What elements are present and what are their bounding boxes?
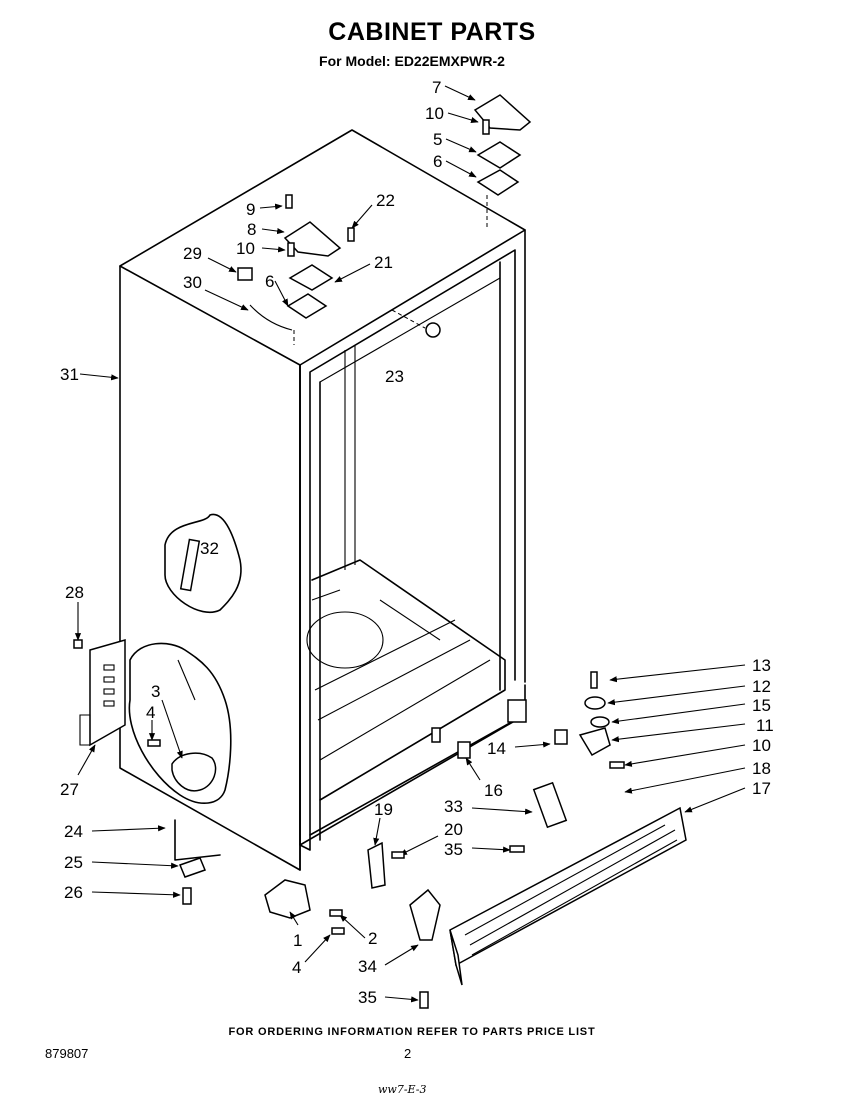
tubing-parts [174,819,221,905]
handwritten-mark: ww7-E-3 [378,1083,427,1096]
callout-10: 10 [425,104,444,123]
callout-1: 1 [293,931,302,950]
page-number: 2 [404,1046,412,1061]
callout-26: 26 [64,883,83,902]
callout-18: 18 [752,759,771,778]
model-line: For Model: ED22EMXPWR-2 [319,53,505,69]
lower-hinge-parts [457,696,611,759]
callout-29: 29 [183,244,202,263]
callout-21: 21 [374,253,393,272]
callout-4: 4 [146,703,155,722]
callout-4: 4 [292,958,301,977]
callout-10: 10 [752,736,771,755]
callout-15: 15 [752,696,771,715]
top-hinge-right [473,94,532,230]
callout-32: 32 [200,539,219,558]
callout-23: 23 [385,367,404,386]
callout-30: 30 [183,273,202,292]
callout-17: 17 [752,779,771,798]
callout-16: 16 [484,781,503,800]
callout-34: 34 [358,957,377,976]
leader-arrows [74,85,746,1003]
bottom-hinges [264,841,441,941]
callout-28: 28 [65,583,84,602]
callout-5: 5 [433,130,442,149]
callout-14: 14 [487,739,506,758]
callout-33: 33 [444,797,463,816]
callout-13: 13 [752,656,771,675]
cutaway-3 [128,642,232,804]
cutaway-32 [164,513,242,613]
diagram-title: CABINET PARTS [328,18,536,46]
callout-6: 6 [265,272,274,291]
callout-3: 3 [151,682,160,701]
grille-17 [449,781,687,986]
callout-9: 9 [246,200,255,219]
plug-23 [425,322,441,338]
callout-27: 27 [60,780,79,799]
callout-7: 7 [432,78,441,97]
part-27 [79,639,126,747]
callout-20: 20 [444,820,463,839]
callout-35: 35 [358,988,377,1007]
callout-12: 12 [752,677,771,696]
callout-19: 19 [374,800,393,819]
screws [73,119,625,1009]
top-hinge-left [237,221,342,345]
callout-25: 25 [64,853,83,872]
callout-35: 35 [444,840,463,859]
callout-6: 6 [433,152,442,171]
callout-22: 22 [376,191,395,210]
callout-8: 8 [247,220,256,239]
ordering-note: FOR ORDERING INFORMATION REFER TO PARTS … [228,1026,596,1038]
cabinet-body [119,129,527,871]
callout-24: 24 [64,822,83,841]
callout-10: 10 [236,239,255,258]
callout-11: 11 [756,716,774,735]
callout-2: 2 [368,929,377,948]
document-number: 879807 [45,1046,89,1061]
callout-31: 31 [60,365,79,384]
